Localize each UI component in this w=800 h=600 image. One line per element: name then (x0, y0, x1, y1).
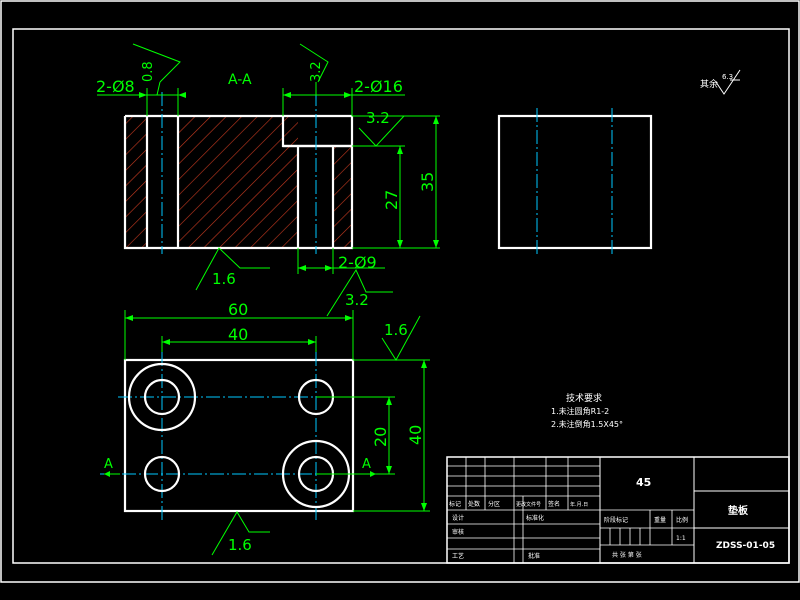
roughness-plan-right: 1.6 (381, 315, 421, 361)
title-material: 45 (636, 476, 651, 489)
tb-approve: 批准 (528, 552, 540, 560)
roughness-counterbore: 3.2 (358, 109, 405, 147)
tech-requirements: 技术要求 1.未注圆角R1-2 2.未注倒角1.5X45° (551, 392, 623, 429)
tb-signature: 签名 (548, 500, 560, 508)
dim-heights: 27 35 (352, 115, 440, 249)
dim-holes-through-text: 2-Ø9 (338, 253, 377, 272)
roughness-plan-right-text: 1.6 (384, 321, 408, 339)
title-part-name: 垫板 (728, 504, 749, 517)
title-drawing-number: ZDSS-01-05 (716, 541, 775, 551)
tb-mark: 标记 (449, 500, 461, 508)
dim-height-total-text: 35 (418, 172, 437, 192)
roughness-counterbore-text: 3.2 (366, 109, 390, 127)
roughness-other-label: 其余 (700, 78, 718, 90)
plan-view (100, 352, 382, 520)
tb-design: 设计 (452, 514, 464, 522)
dim-depth: 40 (353, 359, 430, 512)
dim-width-total: 60 (124, 300, 354, 360)
tb-count: 处数 (468, 500, 480, 508)
hatch-right (333, 146, 352, 248)
tb-standardize: 标准化 (526, 514, 544, 522)
section-mark-right-text: A (362, 457, 371, 472)
roughness-bottom-left: 1.6 (195, 247, 270, 291)
roughness-other-value: 6.3 (722, 73, 733, 81)
tb-change-doc: 更改文件号 (516, 501, 541, 508)
tech-requirements-title: 技术要求 (566, 392, 602, 404)
tb-review: 审核 (452, 528, 464, 536)
dim-holes-large-text: 2-Ø16 (354, 77, 403, 96)
tb-weight: 重量 (654, 516, 666, 524)
title-block: 45 垫板 ZDSS-01-05 标记 处数 分区 更改文件号 签名 年.月.日… (446, 456, 790, 564)
roughness-top-mid-text: 3.2 (309, 61, 324, 82)
section-label: A-A (228, 72, 252, 88)
dim-width-total-text: 60 (228, 300, 248, 319)
roughness-bottom-left-text: 1.6 (212, 270, 236, 288)
roughness-plan-bottom: 1.6 (211, 511, 270, 556)
dim-hole-spacing-y: 20 (316, 396, 395, 475)
dim-holes-through: 2-Ø9 (297, 248, 385, 274)
tech-requirement-item: 1.未注圆角R1-2 (551, 406, 609, 416)
section-mark-left-text: A (104, 457, 113, 472)
section-outline (123, 114, 354, 250)
side-view (497, 108, 653, 256)
outer-frame (0, 0, 800, 583)
tb-stage-mark: 阶段标记 (604, 516, 628, 524)
front-section-view (123, 92, 354, 254)
dim-hole-spacing-y-text: 20 (371, 427, 390, 447)
section-mark-left: A (104, 457, 120, 477)
roughness-bottom-right: 3.2 (326, 268, 393, 317)
dim-holes-large: 3.2 2-Ø16 (282, 43, 405, 116)
roughness-plan-bottom-text: 1.6 (228, 536, 252, 554)
tb-zone: 分区 (488, 500, 500, 508)
tb-process: 工艺 (452, 552, 464, 560)
tb-scale-value: 1:1 (676, 535, 686, 542)
tb-sheets: 共 张 第 张 (612, 551, 642, 559)
dim-holes-small: 2-Ø8 (96, 77, 186, 116)
inner-frame (12, 28, 790, 564)
dim-height-counterbore-text: 27 (382, 190, 401, 210)
dim-hole-spacing-x: 40 (161, 325, 317, 352)
roughness-bottom-right-text: 3.2 (345, 291, 369, 309)
tb-date: 年.月.日 (570, 501, 588, 508)
tb-scale: 比例 (676, 516, 688, 524)
roughness-top-left: 0.8 (132, 43, 181, 96)
dim-hole-spacing-x-text: 40 (228, 325, 248, 344)
dim-holes-small-text: 2-Ø8 (96, 77, 135, 96)
counterbore-outer-tl (127, 362, 197, 432)
tech-requirement-item: 2.未注倒角1.5X45° (551, 419, 623, 429)
roughness-other: 其余 6.3 (700, 69, 741, 95)
hatch-middle (178, 116, 298, 248)
dim-depth-text: 40 (406, 425, 425, 445)
roughness-top-left-text: 0.8 (141, 61, 156, 82)
hole-bl (143, 455, 181, 493)
counterbore-inner-tl (143, 378, 181, 416)
hatch-left (125, 116, 147, 248)
